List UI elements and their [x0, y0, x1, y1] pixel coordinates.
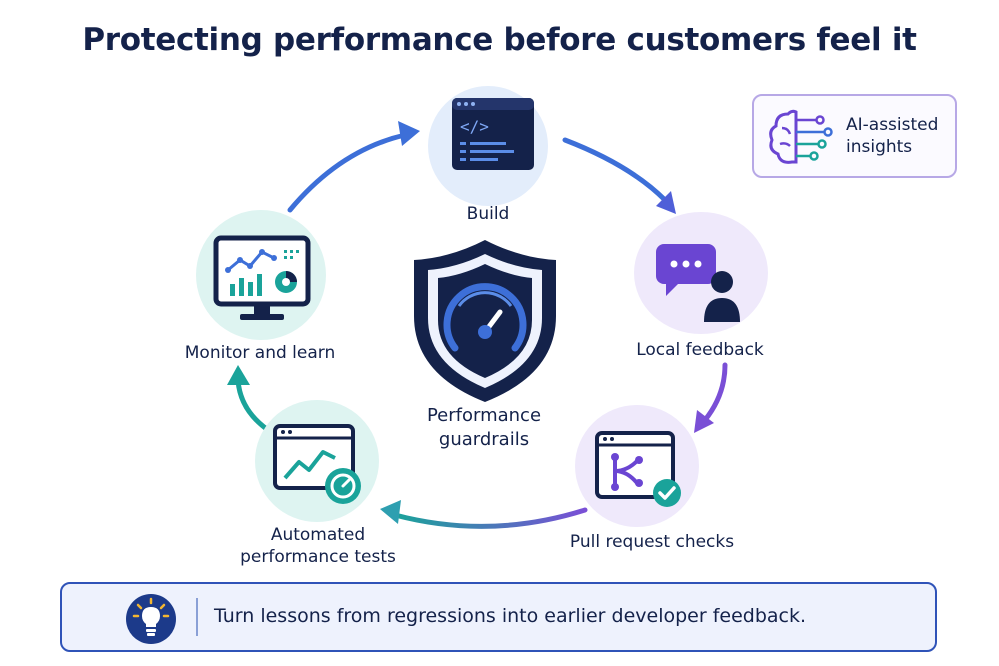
- code-window-icon: </>: [452, 98, 534, 170]
- arrowhead-tests: [380, 500, 401, 524]
- page-title: Protecting performance before customers …: [82, 22, 917, 58]
- arrow-build-to-local: [562, 137, 668, 203]
- svg-text:</>: </>: [460, 117, 489, 136]
- arrowhead-build: [398, 121, 420, 146]
- branch-check-icon: [595, 431, 681, 507]
- lesson-banner: Turn lessons from regressions into earli…: [60, 582, 937, 652]
- arrowhead-local: [656, 191, 676, 214]
- stage-label-automated-tests-line2: performance tests: [240, 547, 396, 567]
- arrow-pr-to-tests: [392, 507, 588, 529]
- stage-label-automated-tests-line1: Automated: [270, 525, 366, 545]
- ai-insights-line2: insights: [846, 137, 913, 157]
- monitor-dashboard-icon: [213, 235, 311, 320]
- center-label: Performance guardrails: [404, 404, 564, 452]
- banner-text: Turn lessons from regressions into earli…: [214, 605, 807, 627]
- banner-divider: [196, 598, 198, 636]
- shield-gauge-icon: [414, 240, 556, 402]
- center-label-line1: Performance: [426, 405, 542, 426]
- pull-request-stage-circle: [575, 405, 699, 527]
- ai-insights-text: AI-assisted insights: [846, 114, 938, 158]
- arrowhead-monitor: [227, 365, 250, 385]
- local-feedback-stage-circle: [634, 212, 768, 334]
- stage-label-local-feedback: Local feedback: [636, 340, 764, 360]
- chart-gauge-icon: [273, 424, 361, 504]
- chat-user-icon: [656, 244, 740, 322]
- arrow-local-to-pr: [702, 362, 728, 423]
- arrow-monitor-to-build: [287, 132, 408, 213]
- lightbulb-icon: [126, 594, 176, 644]
- stage-label-monitor: Monitor and learn: [184, 343, 336, 363]
- automated-tests-stage-circle: [255, 400, 379, 522]
- monitor-stage-circle: [196, 210, 326, 340]
- stage-label-pull-request: Pull request checks: [569, 532, 735, 552]
- ai-insights-line1: AI-assisted: [846, 115, 939, 135]
- center-label-line2: guardrails: [438, 429, 530, 450]
- brain-circuit-icon: [769, 109, 833, 164]
- stage-label-build: Build: [466, 204, 510, 224]
- arrowhead-pr: [694, 410, 714, 433]
- ai-insights-box: AI-assisted insights: [752, 94, 957, 178]
- build-stage-circle: </>: [428, 86, 548, 206]
